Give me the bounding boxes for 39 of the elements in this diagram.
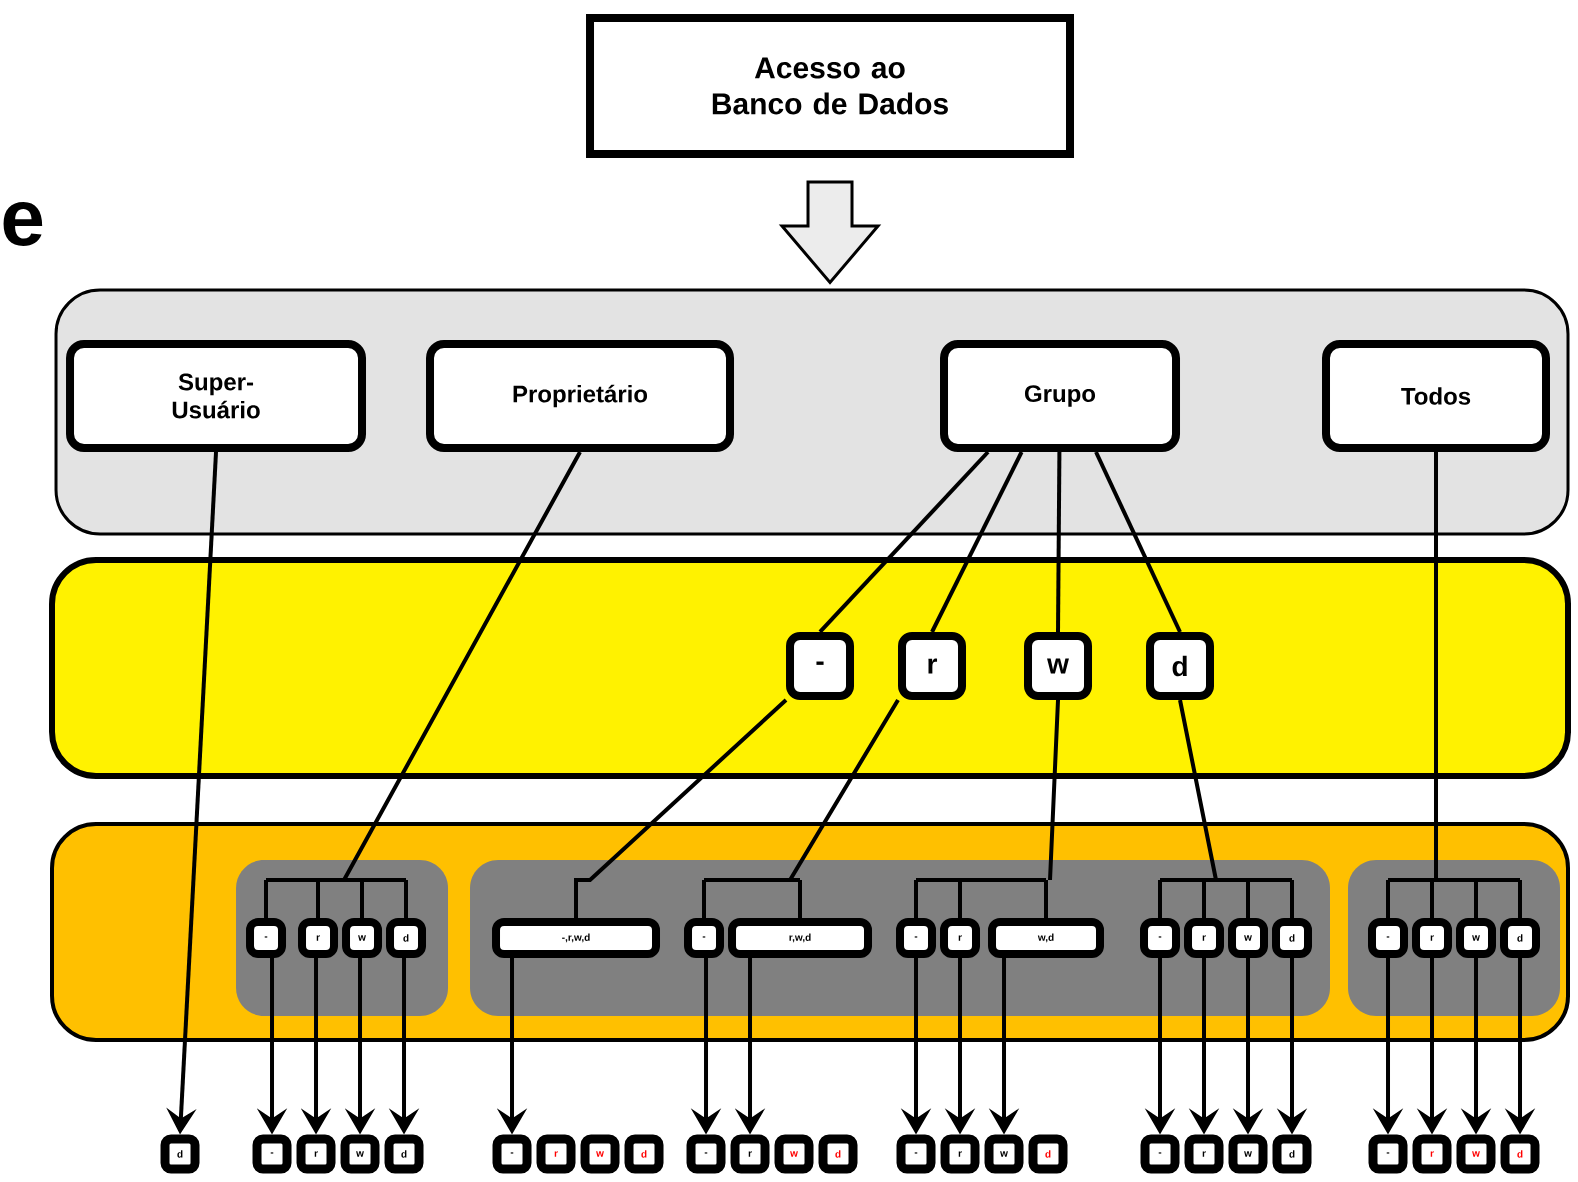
connector <box>702 698 900 882</box>
connector <box>958 880 962 918</box>
heading-fragment: e <box>3 202 43 246</box>
connector <box>702 880 706 918</box>
connector <box>404 880 408 918</box>
connector <box>1094 451 1182 633</box>
connector <box>1202 880 1206 918</box>
connector <box>798 880 802 918</box>
user-box: Todos <box>1322 340 1550 452</box>
permission-box: d <box>1146 632 1214 700</box>
connector <box>914 698 1060 882</box>
connector <box>360 880 364 918</box>
connector <box>1056 451 1062 632</box>
connector <box>930 451 1024 633</box>
layer-band <box>49 557 1571 779</box>
connector <box>264 450 582 882</box>
connector <box>1518 880 1522 918</box>
connector <box>1044 880 1048 918</box>
connector <box>264 880 268 918</box>
connector <box>1386 450 1522 882</box>
connector <box>574 698 788 918</box>
permission-box: r <box>898 632 966 700</box>
connector <box>1430 880 1434 918</box>
connector <box>1158 698 1294 882</box>
user-box: Super-Usuário <box>66 340 366 452</box>
connector <box>818 450 990 634</box>
connector <box>316 880 320 918</box>
permission-box: - <box>786 632 854 700</box>
connector <box>1290 880 1294 918</box>
connector <box>1386 880 1390 918</box>
connector <box>914 880 918 918</box>
permission-box: w <box>1024 632 1092 700</box>
database-access-box: Acesso ao Banco de Dados <box>586 14 1074 158</box>
connector <box>1158 880 1162 918</box>
user-box: Proprietário <box>426 340 734 452</box>
connector <box>1246 880 1250 918</box>
connector <box>1474 880 1478 918</box>
user-box: Grupo <box>940 340 1180 452</box>
block-arrow <box>778 180 882 285</box>
